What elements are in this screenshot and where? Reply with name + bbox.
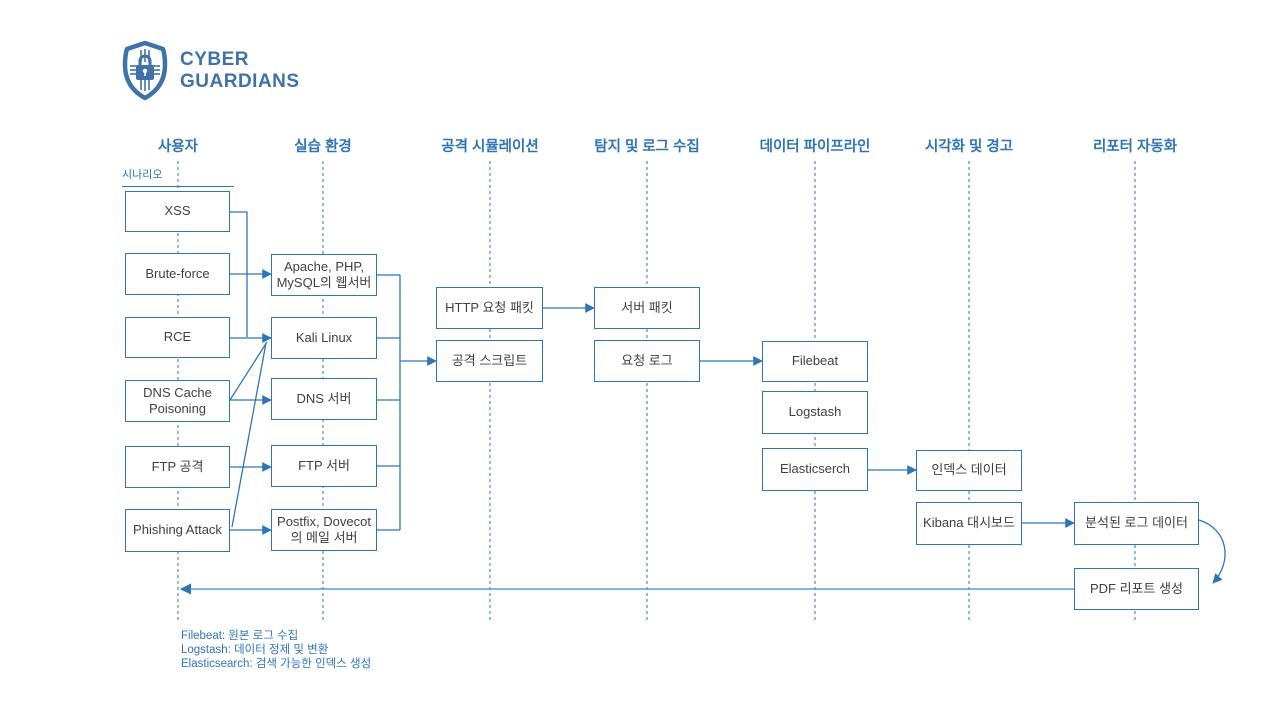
- edge-analyzedlog-pdfreport: [1198, 519, 1226, 584]
- node-bruteforce: Brute-force: [125, 253, 230, 295]
- note-logstash: Logstash: 데이터 정제 및 변환: [181, 644, 329, 656]
- node-logstash: Logstash: [762, 391, 868, 434]
- edge-dnscache-kali: [229, 341, 268, 401]
- scenario-label: 시나리오: [122, 169, 163, 181]
- scenario-underline: [122, 186, 234, 187]
- node-request-log: 요청 로그: [594, 340, 700, 382]
- note-elasticsearch: Elasticsearch: 검색 가능한 인덱스 생성: [181, 658, 372, 670]
- lane-header-attack-sim: 공격 시뮬레이션: [441, 139, 539, 155]
- logo-text-line2: GUARDIANS: [180, 71, 300, 92]
- logo: CYBER GUARDIANS: [118, 40, 300, 102]
- lane-header-detection: 탐지 및 로그 수집: [594, 139, 700, 155]
- node-analyzed-log: 분석된 로그 데이터: [1074, 502, 1199, 545]
- node-xss: XSS: [125, 191, 230, 232]
- node-server-packet: 서버 패킷: [594, 287, 700, 329]
- node-pdf-report: PDF 리포트 생성: [1074, 568, 1199, 610]
- node-rce: RCE: [125, 317, 230, 358]
- node-dns-server: DNS 서버: [271, 378, 377, 420]
- node-ftp-attack: FTP 공격: [125, 446, 230, 488]
- node-ftp-server: FTP 서버: [271, 445, 377, 487]
- node-attack-script: 공격 스크립트: [436, 340, 543, 382]
- lane-header-lab-env: 실습 환경: [294, 139, 352, 155]
- node-phishing: Phishing Attack: [125, 509, 230, 552]
- edge-labenv-bus: [377, 274, 401, 531]
- lane-header-report: 리포터 자동화: [1092, 139, 1178, 155]
- node-dns-cache: DNS Cache Poisoning: [125, 380, 230, 422]
- lane-header-visualization: 시각화 및 경고: [924, 139, 1014, 155]
- lane-header-pipeline: 데이터 파이프라인: [759, 139, 871, 155]
- node-elasticsearch: Elasticserch: [762, 448, 868, 491]
- node-filebeat: Filebeat: [762, 341, 868, 382]
- note-filebeat: Filebeat: 원본 로그 수집: [181, 630, 299, 642]
- node-web-server: Apache, PHP, MySQL의 웹서버: [271, 254, 377, 296]
- node-kibana: Kibana 대시보드: [916, 502, 1022, 545]
- logo-text-line1: CYBER: [180, 49, 250, 70]
- node-kali: Kali Linux: [271, 317, 377, 359]
- edge-xss-elbow: [230, 211, 248, 337]
- node-index-data: 인덱스 데이터: [916, 450, 1022, 491]
- node-http-packet: HTTP 요청 패킷: [436, 287, 543, 329]
- legend-notes: Filebeat: 원본 로그 수집 Logstash: 데이터 정제 및 변환…: [181, 629, 371, 671]
- node-mail-server: Postfix, Dovecot 의 메일 서버: [271, 509, 377, 551]
- shield-lock-icon: [122, 40, 168, 101]
- lane-header-user: 사용자: [157, 139, 199, 155]
- edge-phishing-kali: [231, 342, 267, 528]
